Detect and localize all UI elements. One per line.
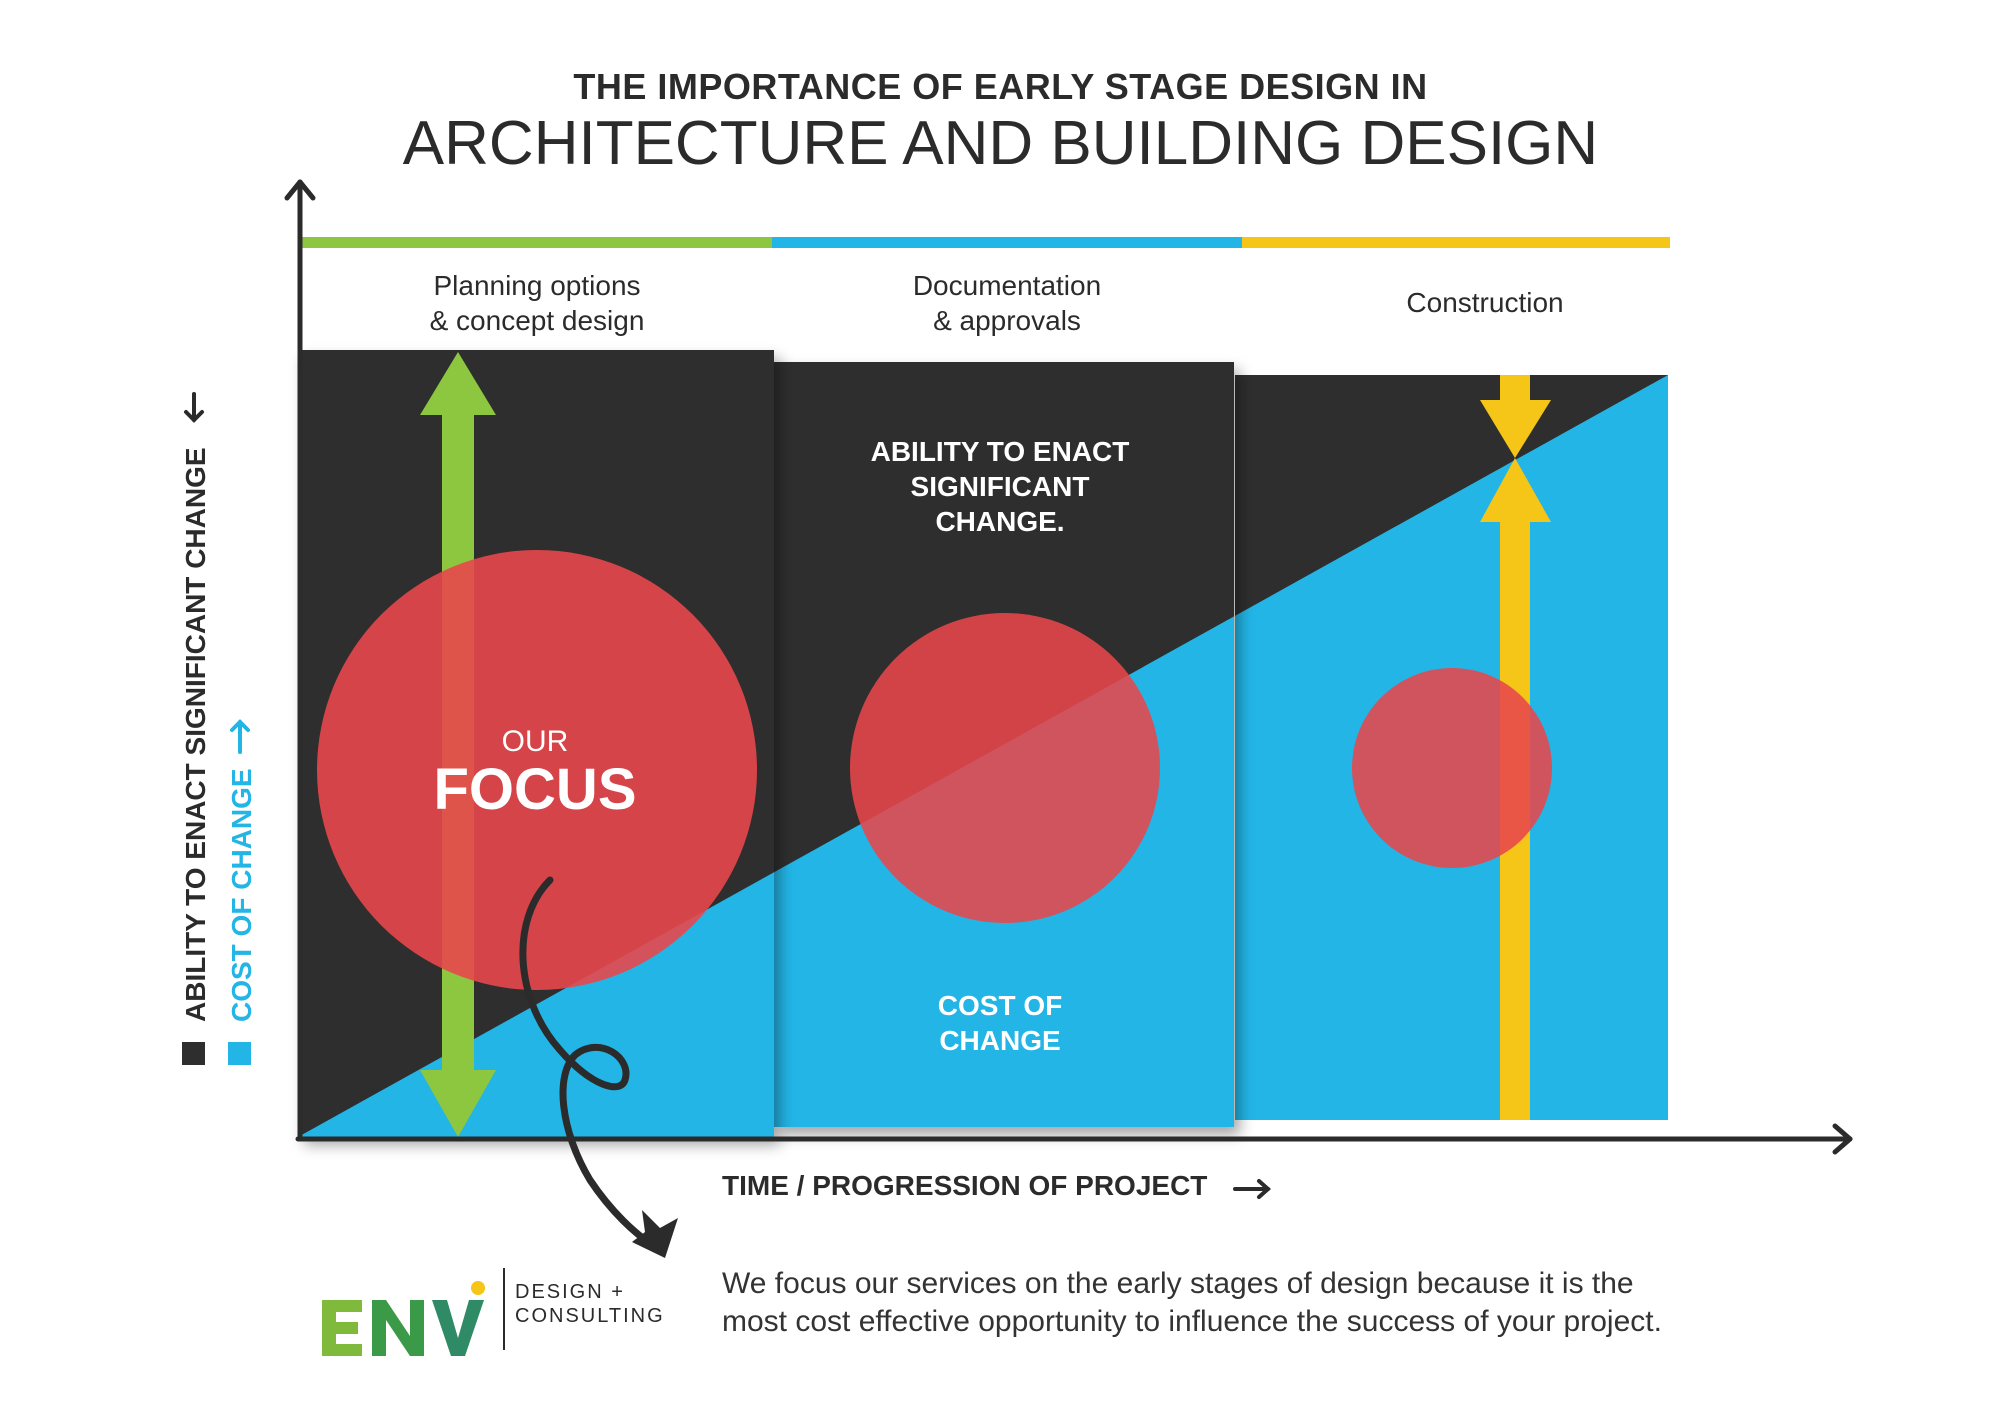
phase-label-documentation: Documentation & approvals — [842, 268, 1172, 338]
cost-text-line1: COST OF — [937, 990, 1063, 1021]
phase-label-construction: Construction — [1320, 285, 1650, 320]
title-line-1: THE IMPORTANCE OF EARLY STAGE DESIGN IN — [573, 66, 1428, 107]
legend-swatch-dark — [182, 1042, 205, 1065]
curly-pointer-arrow — [519, 876, 664, 1254]
phase-label-planning: Planning options & concept design — [372, 268, 702, 338]
x-label-arrow-icon — [1233, 1179, 1272, 1199]
phase-label-documentation-line2: & approvals — [933, 305, 1081, 336]
tagline-line1: We focus our services on the early stage… — [722, 1267, 1634, 1300]
phase-label-planning-line1: Planning options — [433, 270, 641, 301]
legend-swatch-blue — [228, 1042, 251, 1065]
phase-label-construction-line1: Construction — [1406, 287, 1564, 318]
tagline-line2: most cost effective opportunity to influ… — [722, 1305, 1662, 1338]
phase-bar-construction — [1242, 237, 1670, 248]
cost-text-line2: CHANGE — [939, 1025, 1061, 1056]
ability-text-line3: CHANGE. — [935, 506, 1065, 537]
ability-text: ABILITY TO ENACT SIGNIFICANT CHANGE. — [840, 434, 1160, 539]
ability-text-line2: SIGNIFICANT — [910, 471, 1090, 502]
cost-text: COST OF CHANGE — [840, 988, 1160, 1058]
y-axis — [284, 179, 316, 1142]
x-axis — [295, 1123, 1853, 1155]
y-label-cost-arrow-icon — [230, 719, 250, 754]
ability-text-line1: ABILITY TO ENACT — [870, 436, 1130, 467]
phase-bar-documentation — [772, 237, 1242, 248]
tagline: We focus our services on the early stage… — [722, 1265, 1822, 1341]
logo-text-line2: CONSULTING — [515, 1305, 665, 1327]
logo-text: DESIGN + CONSULTING — [515, 1280, 665, 1328]
y-axis-label-cost: COST OF CHANGE — [226, 768, 257, 1022]
curly-arrow-head — [632, 1210, 678, 1258]
focus-circle-large — [317, 550, 757, 990]
y-label-ability-arrow-icon — [184, 392, 204, 423]
logo-text-line1: DESIGN + — [515, 1281, 625, 1303]
x-axis-label: TIME / PROGRESSION OF PROJECT — [722, 1170, 1208, 1201]
phase-label-documentation-line1: Documentation — [912, 270, 1102, 301]
phase-bar-planning — [302, 237, 772, 248]
focus-circle-medium — [850, 613, 1160, 923]
phase-label-planning-line2: & concept design — [429, 305, 645, 336]
focus-circle-small — [1352, 668, 1552, 868]
focus-label-large: FOCUS — [433, 757, 637, 822]
y-axis-label-ability: ABILITY TO ENACT SIGNIFICANT CHANGE — [180, 447, 211, 1022]
focus-label-small: OUR — [501, 725, 569, 758]
env-logo — [322, 1268, 505, 1356]
title-line-2: ARCHITECTURE AND BUILDING DESIGN — [402, 109, 1599, 178]
